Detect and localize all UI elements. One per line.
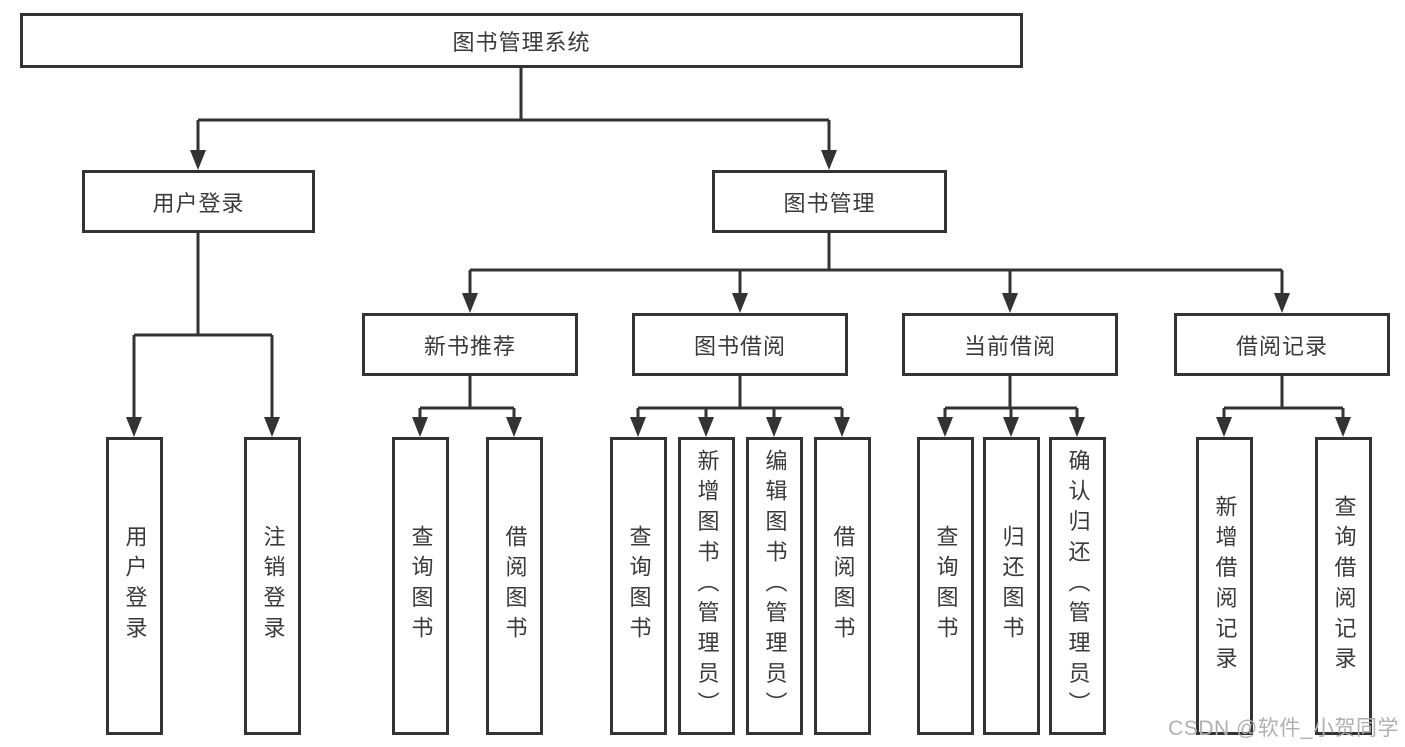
node-add-borrow-record: 新增借阅记录 xyxy=(1196,437,1253,735)
node-query-borrow-record: 查询借阅记录 xyxy=(1315,437,1372,735)
node-borrow-books-borrowing: 借阅图书 xyxy=(814,437,871,735)
node-new-book-recommendation: 新书推荐 xyxy=(362,313,578,376)
node-user-login: 用户登录 xyxy=(82,170,315,233)
node-book-borrowing: 图书借阅 xyxy=(632,313,848,376)
node-confirm-return-admin: 确认归还（管理员） xyxy=(1049,437,1106,735)
node-current-borrowing: 当前借阅 xyxy=(902,313,1118,376)
node-edit-books-admin: 编辑图书（管理员） xyxy=(746,437,803,735)
node-borrow-books-recommend: 借阅图书 xyxy=(486,437,543,735)
node-book-management: 图书管理 xyxy=(712,170,947,233)
node-logout: 注销登录 xyxy=(244,437,301,735)
node-return-books: 归还图书 xyxy=(983,437,1040,735)
node-query-books-current: 查询图书 xyxy=(917,437,974,735)
node-query-books-borrowing: 查询图书 xyxy=(610,437,667,735)
node-add-books-admin: 新增图书（管理员） xyxy=(678,437,735,735)
node-user-login-leaf: 用户登录 xyxy=(106,437,163,735)
node-library-management-system: 图书管理系统 xyxy=(20,13,1023,68)
node-borrowing-records: 借阅记录 xyxy=(1174,313,1390,376)
node-query-books-recommend: 查询图书 xyxy=(392,437,449,735)
